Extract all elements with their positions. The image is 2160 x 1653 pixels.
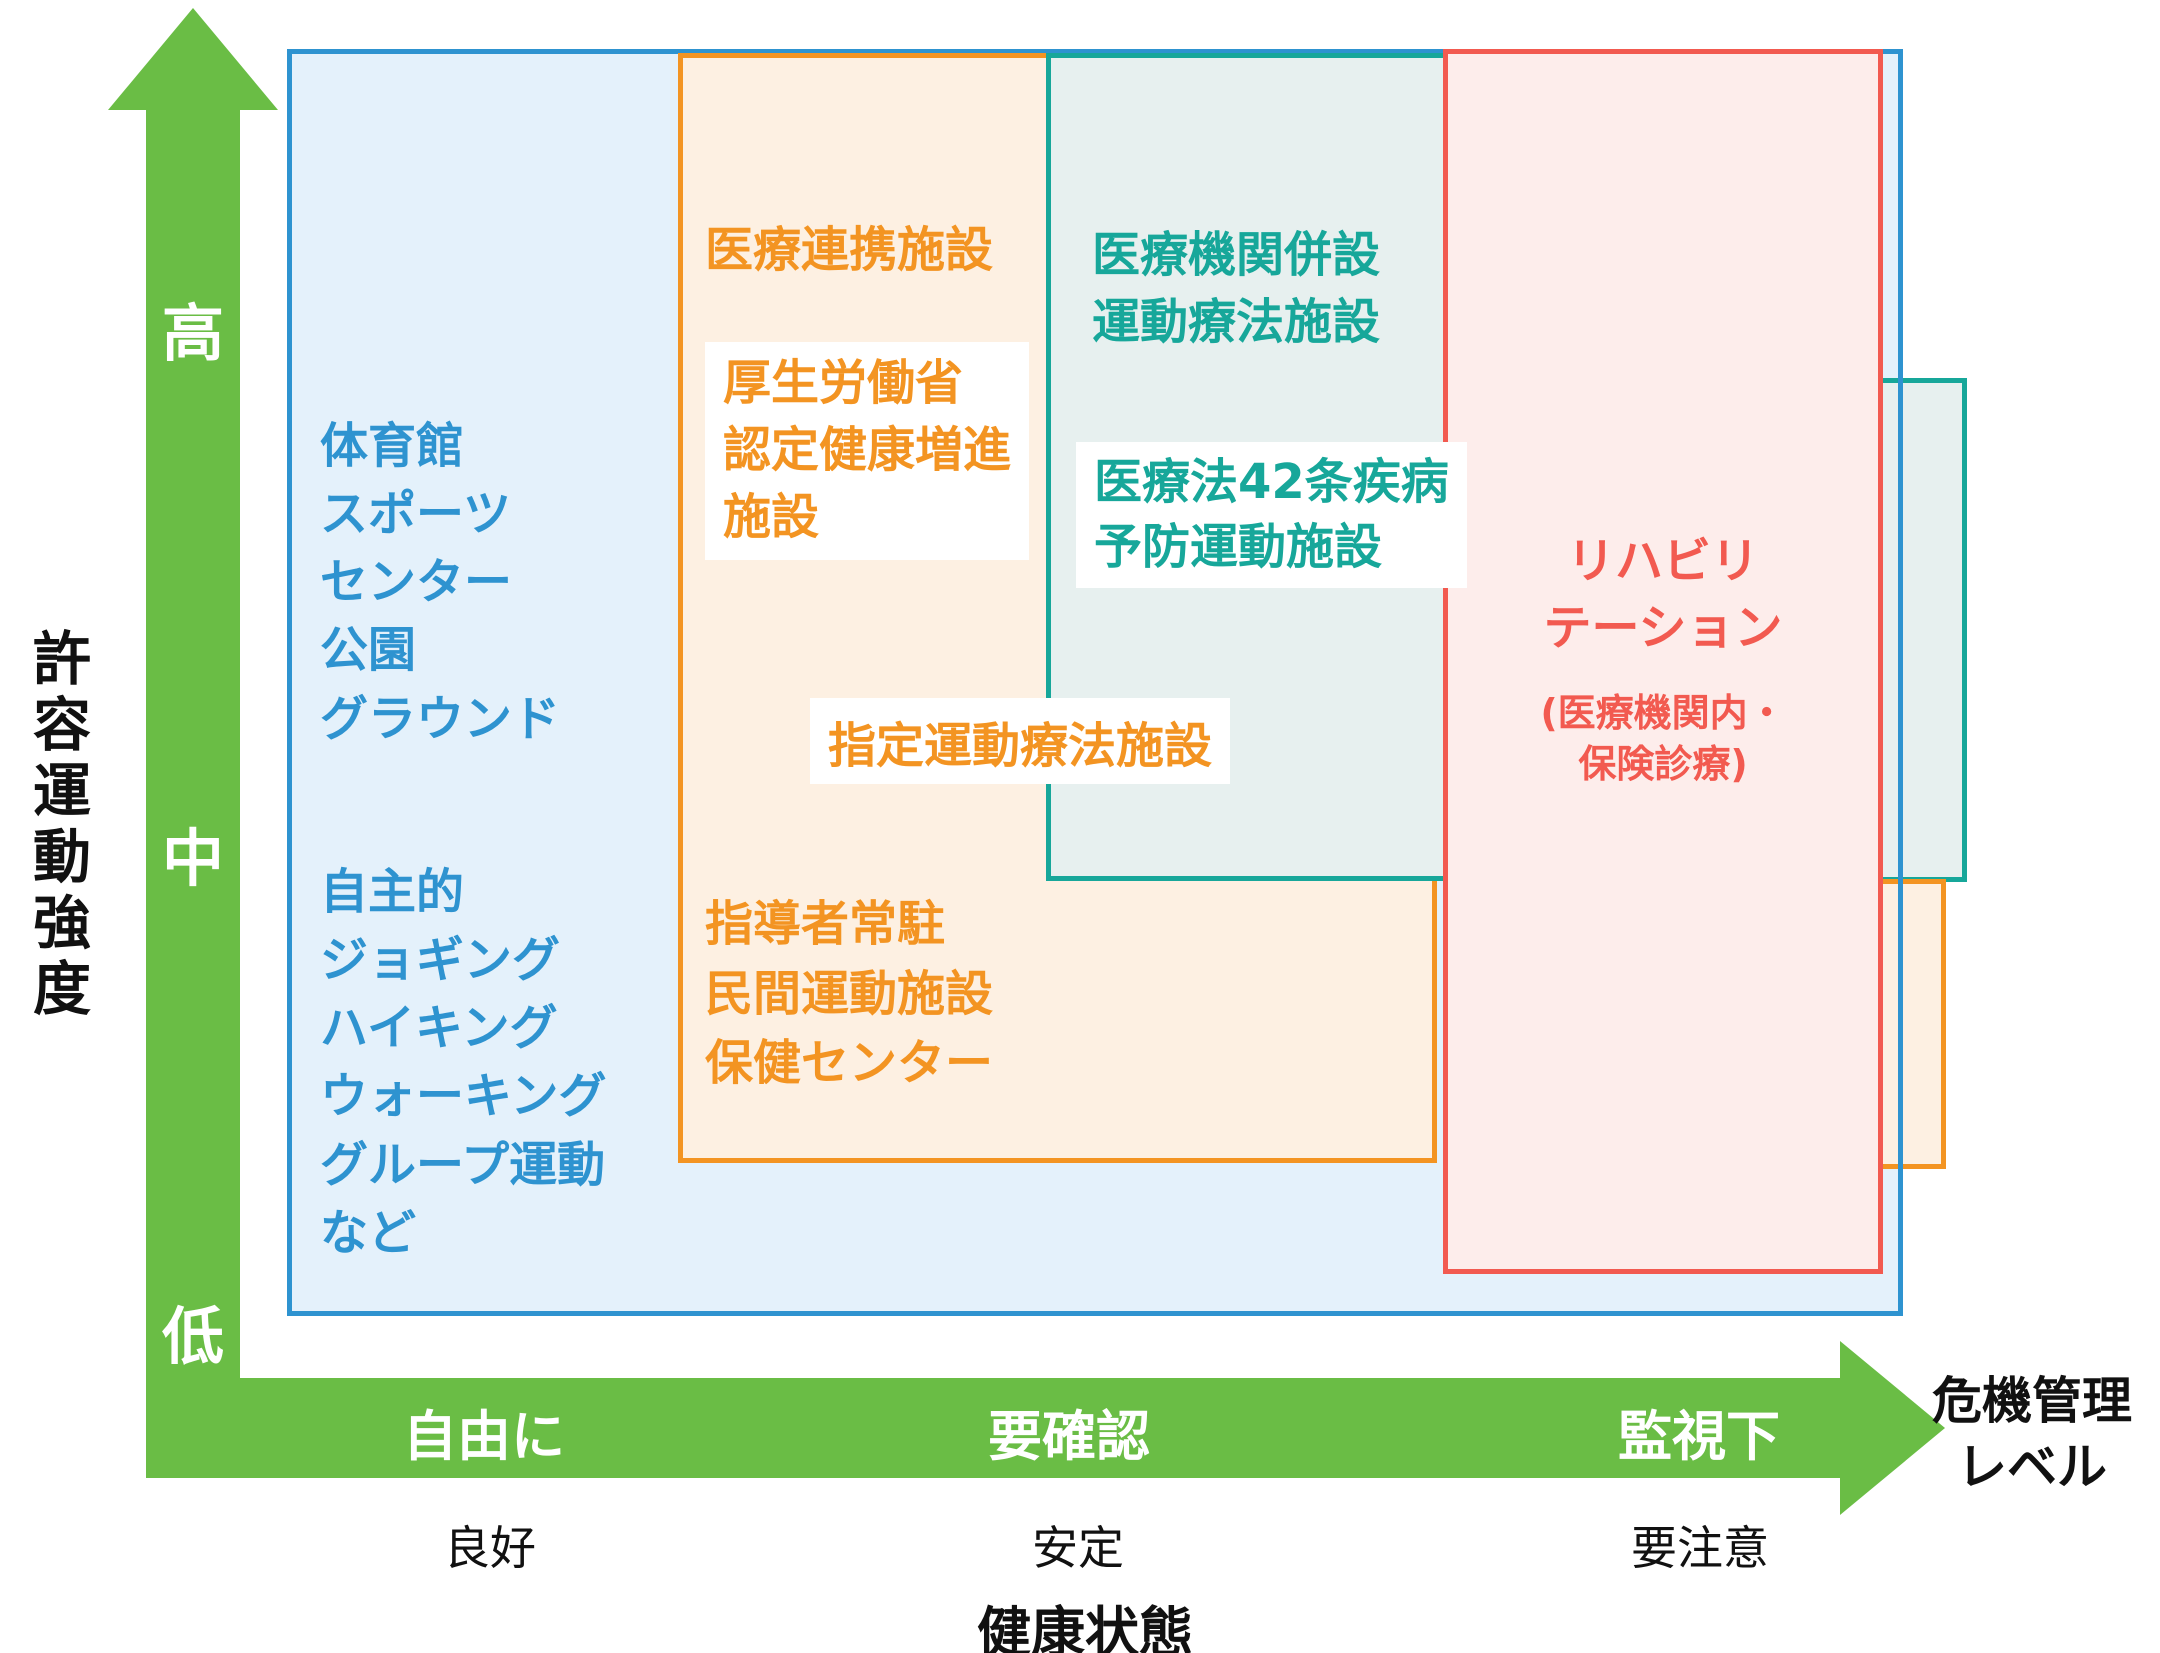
x-axis-arrow-shaft	[146, 1378, 1844, 1478]
x-axis-arrow-head	[1840, 1341, 1945, 1515]
x-axis-right-label: 危機管理 レベル	[1932, 1372, 2132, 1496]
public-facilities-label: 体育館 スポーツ センター 公園 グラウンド	[320, 418, 561, 747]
public-zone-right-border-overlay	[1898, 49, 1903, 1316]
x-tick-caution: 要注意	[1631, 1521, 1769, 1575]
y-axis-arrow-shaft	[146, 105, 240, 1478]
x-arrow-label-free: 自由に	[403, 1405, 565, 1468]
certified-health-facility-label: 厚生労働省 認定健康増進 施設	[705, 342, 1030, 560]
x-tick-good: 良好	[444, 1521, 536, 1575]
public-activities-label: 自主的 ジョギング ハイキング ウォーキング グループ運動 など	[320, 864, 607, 1261]
article42-facility-label: 医療法42条疾病 予防運動施設	[1076, 442, 1467, 588]
x-tick-stable: 安定	[1032, 1521, 1124, 1575]
rehabilitation-note: (医療機関内・ 保険診療)	[1540, 691, 1786, 787]
x-arrow-label-monitored: 監視下	[1618, 1405, 1780, 1468]
y-tick-mid: 中	[161, 822, 224, 895]
y-tick-high: 高	[161, 297, 224, 370]
medical-cooperation-title: 医療連携施設	[705, 222, 994, 278]
y-tick-low: 低	[161, 1300, 224, 1373]
y-axis-arrow-head	[108, 8, 278, 110]
y-axis-title: 許容運動強度	[23, 628, 91, 1024]
rehabilitation-zone-box	[1443, 49, 1883, 1274]
x-axis-title: 健康状態	[977, 1601, 1193, 1653]
x-arrow-label-check: 要確認	[988, 1405, 1150, 1468]
rehabilitation-title: リハビリ テーション	[1543, 533, 1783, 657]
medical-attached-title: 医療機関併設 運動療法施設	[1092, 227, 1381, 351]
staffed-facility-label: 指導者常駐 民間運動施設 保健センター	[705, 896, 994, 1092]
designated-therapy-facility-label: 指定運動療法施設	[810, 698, 1231, 784]
